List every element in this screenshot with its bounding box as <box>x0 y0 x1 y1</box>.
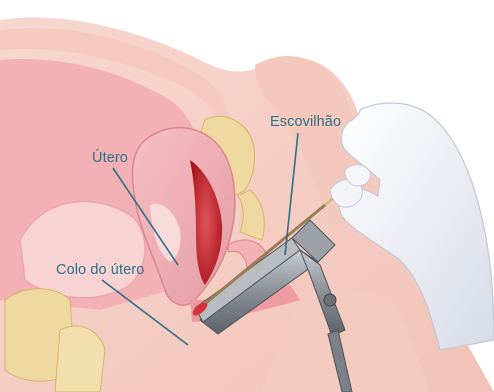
uterus-label: Útero <box>92 150 128 166</box>
brush-label: Escovilhão <box>270 114 341 130</box>
bladder <box>20 201 145 297</box>
cervix-label: Colo do útero <box>56 262 144 278</box>
pubic-bone-lower <box>55 326 105 392</box>
